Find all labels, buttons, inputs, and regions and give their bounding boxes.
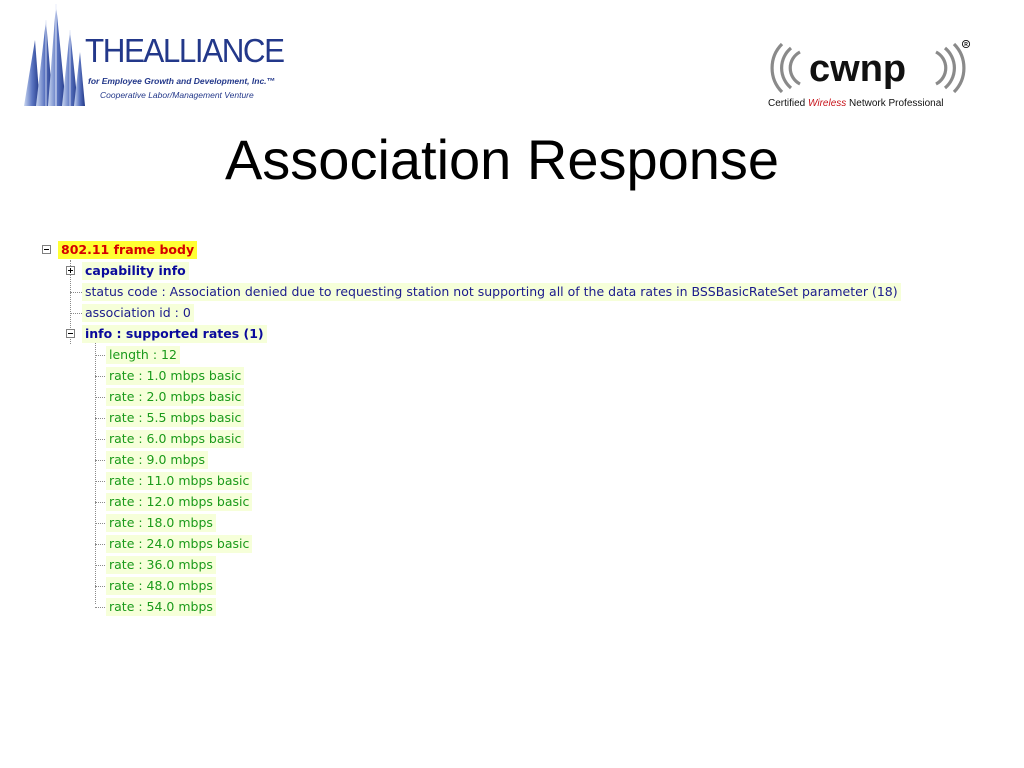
collapse-toggle-icon[interactable] <box>66 329 75 338</box>
tree-node-label: info : supported rates (1) <box>82 325 267 343</box>
alliance-venture: Cooperative Labor/Management Venture <box>100 90 254 100</box>
tree-connector <box>95 397 107 398</box>
tree-connector <box>70 292 82 293</box>
tree-connector <box>95 565 107 566</box>
tree-connector <box>95 355 107 356</box>
tree-leaf-label: rate : 5.5 mbps basic <box>106 409 245 427</box>
alliance-building-icon <box>24 4 85 106</box>
packet-decode-tree: 802.11 frame body capability info status… <box>38 240 918 620</box>
tree-leaf-label: rate : 12.0 mbps basic <box>106 493 253 511</box>
tree-node-label: 802.11 frame body <box>58 241 198 259</box>
tree-leaf-label: status code : Association denied due to … <box>82 283 901 301</box>
tree-connector <box>95 342 96 604</box>
tree-leaf-label: rate : 48.0 mbps <box>106 577 216 595</box>
alliance-name: THEALLIANCE <box>85 32 285 69</box>
cwnp-text: cwnp <box>809 48 906 90</box>
tree-connector <box>95 418 107 419</box>
tree-leaf-label: rate : 36.0 mbps <box>106 556 216 574</box>
tree-leaf-label: association id : 0 <box>82 304 194 322</box>
tree-connector <box>95 481 107 482</box>
cwnp-wordmark: cwnp R <box>770 39 971 94</box>
cwnp-logo: cwnp R Certified Wireless Network Profes… <box>764 36 974 116</box>
cwnp-tagline: Certified Wireless Network Professional <box>768 98 944 109</box>
tree-leaf-label: rate : 2.0 mbps basic <box>106 388 245 406</box>
tree-connector <box>95 439 107 440</box>
tree-connector <box>95 607 107 608</box>
tree-connector <box>95 523 107 524</box>
tree-leaf-label: rate : 18.0 mbps <box>106 514 216 532</box>
expand-toggle-icon[interactable] <box>66 266 75 275</box>
collapse-toggle-icon[interactable] <box>42 245 51 254</box>
svg-text:R: R <box>964 42 968 48</box>
tree-connector <box>95 376 107 377</box>
tree-leaf-label: rate : 54.0 mbps <box>106 598 216 616</box>
slide-title: Association Response <box>224 128 780 191</box>
tree-connector <box>95 586 107 587</box>
tree-leaf-label: rate : 9.0 mbps <box>106 451 208 469</box>
tree-connector <box>95 502 107 503</box>
tree-leaf-label: length : 12 <box>106 346 180 364</box>
alliance-tagline: for Employee Growth and Development, Inc… <box>88 76 276 86</box>
signal-arcs-left-icon <box>770 42 801 94</box>
tree-connector <box>95 460 107 461</box>
tree-leaf-label: rate : 1.0 mbps basic <box>106 367 245 385</box>
tree-leaf-label: rate : 6.0 mbps basic <box>106 430 245 448</box>
signal-arcs-right-icon <box>935 42 966 94</box>
alliance-logo: THEALLIANCE for Employee Growth and Deve… <box>22 2 285 108</box>
tree-leaf-label: rate : 24.0 mbps basic <box>106 535 253 553</box>
tree-connector <box>95 544 107 545</box>
registered-mark-icon: R <box>961 39 971 49</box>
tree-connector <box>70 260 71 344</box>
tree-connector <box>70 313 82 314</box>
tree-node-label: capability info <box>82 262 189 280</box>
tree-leaf-label: rate : 11.0 mbps basic <box>106 472 253 490</box>
